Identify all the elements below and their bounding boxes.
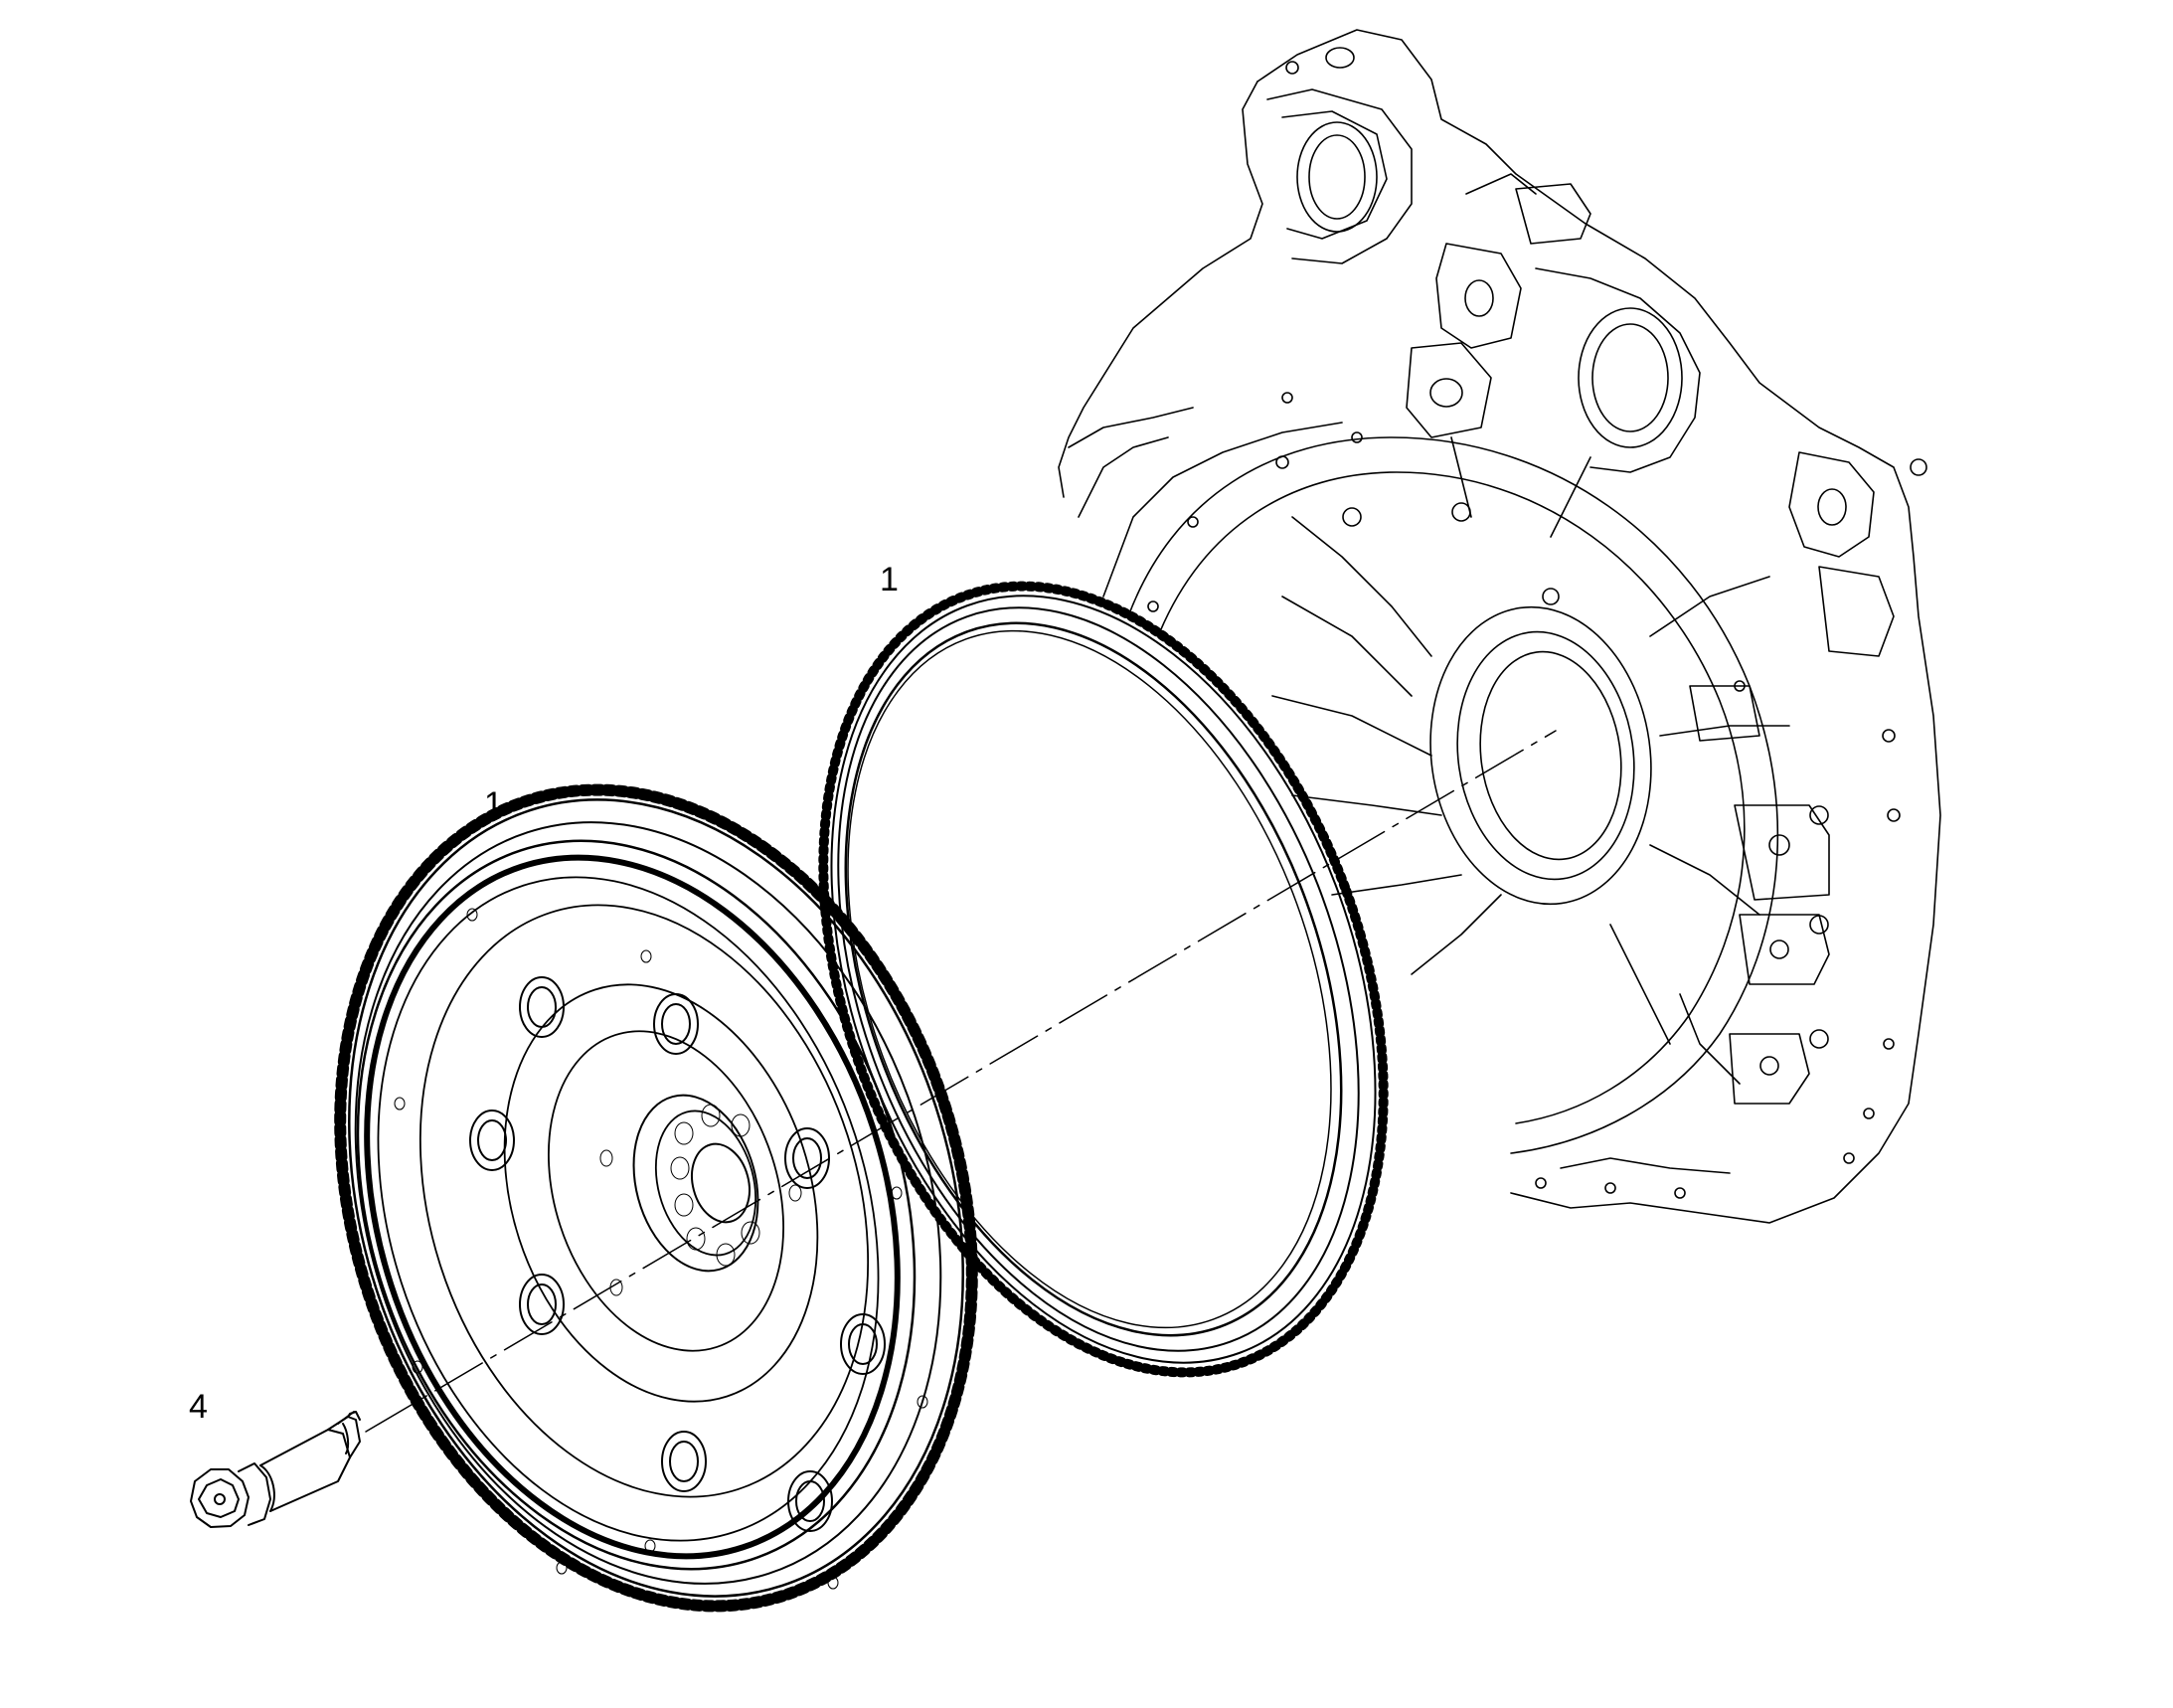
ring-gear-callout: 1 [880,561,899,598]
flywheel-callout: 1 [484,785,503,823]
bolt-callout: 4 [189,1388,208,1426]
center-axis-line [365,730,1557,1433]
ring-gear [818,581,1389,1378]
flywheel [334,783,978,1613]
flywheel-bolt [190,1411,361,1528]
flywheel-housing [1058,29,1941,1224]
